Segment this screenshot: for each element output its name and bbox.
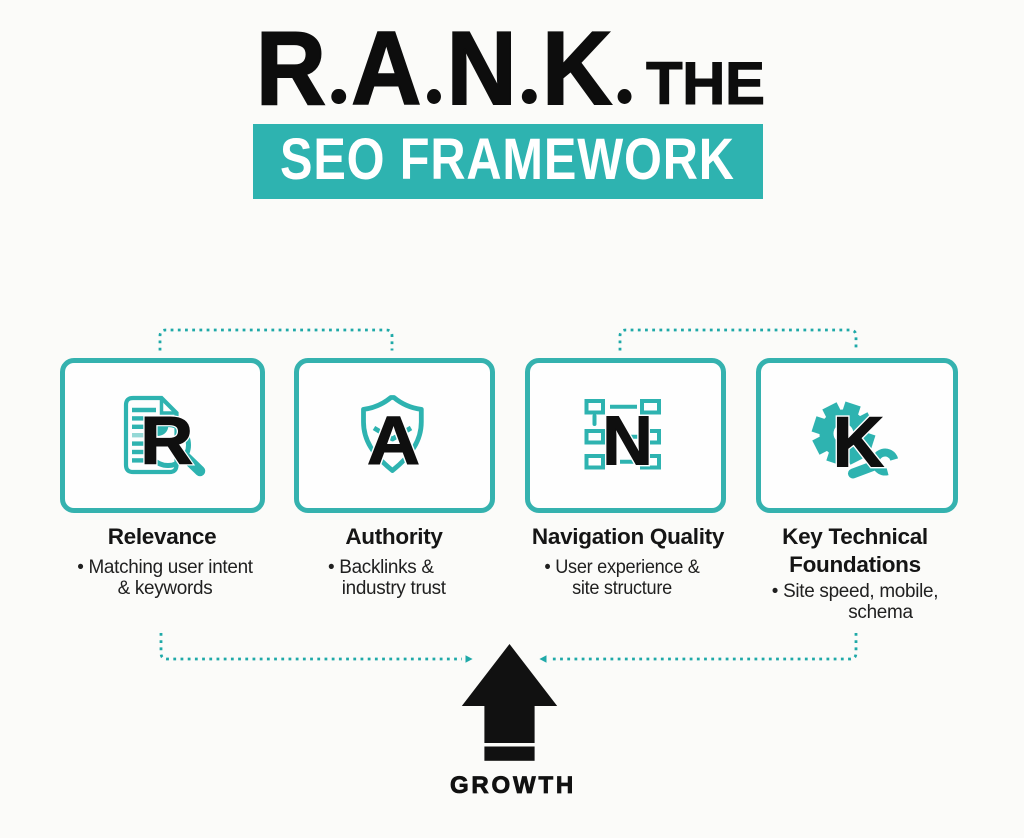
svg-text:A: A [367, 402, 420, 479]
svg-text:K: K [833, 404, 884, 483]
svg-text:R: R [140, 403, 193, 479]
svg-text:A: A [367, 402, 420, 479]
svg-text:K: K [833, 404, 884, 483]
svg-text:N: N [602, 402, 653, 480]
svg-text:R: R [140, 403, 193, 479]
svg-text:N: N [602, 402, 653, 480]
